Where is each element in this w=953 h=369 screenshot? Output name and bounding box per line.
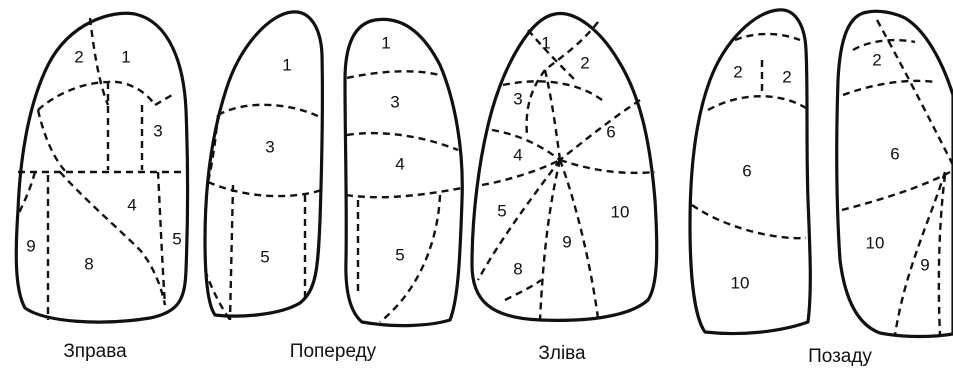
seg-label-left-9: 9 bbox=[562, 232, 571, 251]
seg-label-left-2: 2 bbox=[580, 53, 589, 72]
seg-label-left-5: 5 bbox=[497, 201, 506, 220]
seg-label-left-6: 6 bbox=[606, 122, 615, 141]
left-lung-view: 1 2 3 6 4 5 10 9 8 Зліва bbox=[472, 13, 657, 364]
seg-label-right-3: 3 bbox=[153, 121, 162, 140]
back-right-lung-view: 2 6 10 9 bbox=[837, 11, 953, 336]
seg-label-front-a-1: 1 bbox=[282, 55, 291, 74]
seg-label-back-b-9: 9 bbox=[920, 255, 929, 274]
seg-label-front-b-3: 3 bbox=[390, 92, 399, 111]
seg-label-back-a-2a: 2 bbox=[733, 62, 742, 81]
seg-label-front-b-1: 1 bbox=[381, 33, 390, 52]
seg-label-back-b-6: 6 bbox=[890, 144, 899, 163]
front-right-lung-view: 1 3 5 bbox=[205, 12, 322, 320]
seg-label-right-5: 5 bbox=[172, 229, 181, 248]
seg-label-back-a-6: 6 bbox=[742, 161, 751, 180]
seg-label-back-a-2b: 2 bbox=[782, 67, 791, 86]
seg-label-left-1: 1 bbox=[541, 33, 550, 52]
seg-label-right-2: 2 bbox=[74, 47, 83, 66]
seg-label-front-a-5: 5 bbox=[260, 247, 269, 266]
seg-label-front-b-5: 5 bbox=[395, 245, 404, 264]
seg-label-right-8: 8 bbox=[84, 254, 93, 273]
right-lung-outline bbox=[16, 13, 187, 322]
back-right-lung-outline bbox=[837, 11, 953, 336]
seg-label-front-b-4: 4 bbox=[395, 154, 404, 173]
seg-label-front-a-3: 3 bbox=[265, 137, 274, 156]
seg-label-right-1: 1 bbox=[121, 47, 130, 66]
right-lung-view: 2 1 3 4 9 8 5 Зправа bbox=[16, 13, 187, 362]
seg-label-back-b-2: 2 bbox=[872, 50, 881, 69]
caption-right: Зправа bbox=[63, 341, 127, 362]
seg-label-right-9: 9 bbox=[26, 236, 35, 255]
caption-left: Зліва bbox=[538, 343, 586, 364]
seg-label-back-b-10: 10 bbox=[866, 233, 885, 252]
caption-back: Позаду bbox=[808, 346, 872, 367]
left-lung-outline bbox=[472, 13, 657, 320]
seg-label-left-3: 3 bbox=[513, 89, 522, 108]
seg-label-left-10: 10 bbox=[611, 202, 630, 221]
seg-label-left-8: 8 bbox=[513, 259, 522, 278]
seg-label-back-a-10: 10 bbox=[731, 273, 750, 292]
caption-front: Попереду bbox=[290, 341, 377, 362]
back-left-lung-view: 2 2 6 10 Позаду bbox=[690, 10, 872, 367]
seg-label-left-4: 4 bbox=[513, 145, 522, 164]
seg-label-right-4: 4 bbox=[127, 195, 136, 214]
